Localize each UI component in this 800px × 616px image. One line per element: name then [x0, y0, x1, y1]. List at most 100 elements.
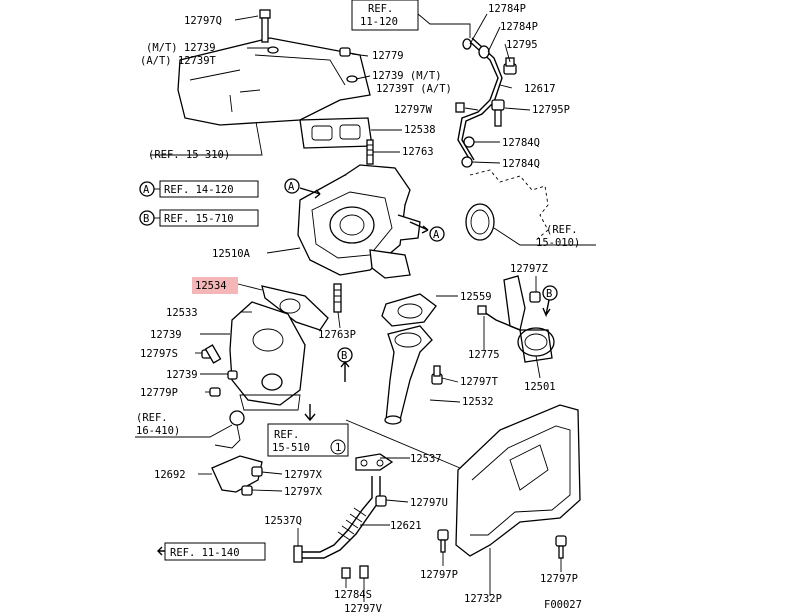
label-12501[interactable]: 12501	[524, 381, 556, 393]
label-12797P-a[interactable]: 12797P	[420, 569, 458, 581]
label-12797X-b[interactable]: 12797X	[284, 486, 323, 498]
arrow-a-2	[409, 221, 429, 234]
bolt-12797X-a[interactable]	[251, 466, 263, 477]
washer-12784S[interactable]	[341, 567, 351, 579]
label-circle-a-2: A	[433, 229, 440, 241]
label-12559[interactable]: 12559	[460, 291, 492, 303]
label-12739-c[interactable]: 12739	[150, 329, 182, 341]
label-12739T-b[interactable]: 12739T (A/T)	[376, 83, 452, 95]
label-12795[interactable]: 12795	[506, 39, 538, 51]
label-12739-b[interactable]: 12739 (M/T)	[372, 70, 442, 82]
bolt-12797Z[interactable]	[529, 291, 541, 303]
label-12784Q-b[interactable]: 12784Q	[502, 158, 540, 170]
clamp-12537Q[interactable]	[293, 545, 303, 563]
bolt-12797P-b[interactable]	[555, 535, 567, 559]
oil-pipe-12617[interactable]	[457, 37, 503, 161]
label-ref-15-310[interactable]: (REF. 15-310)	[148, 149, 230, 161]
label-12797Q[interactable]: 12797Q	[184, 15, 222, 27]
nut-12739[interactable]	[267, 46, 279, 54]
label-12763P[interactable]: 12763P	[318, 329, 356, 341]
label-12797P-b[interactable]: 12797P	[540, 573, 578, 585]
label-12795P[interactable]: 12795P	[532, 104, 570, 116]
label-12534[interactable]: 12534	[195, 280, 227, 292]
bracket-12692[interactable]	[211, 455, 263, 493]
label-12538[interactable]: 12538	[404, 124, 436, 136]
label-12797W[interactable]: 12797W	[394, 104, 433, 116]
heat-shield-12732P[interactable]	[455, 404, 581, 557]
bolt-12797P-a[interactable]	[437, 529, 449, 553]
washer-12784P-b[interactable]	[478, 45, 490, 59]
label-circle-b-2: B	[341, 350, 347, 362]
label-12784S[interactable]: 12784S	[334, 589, 372, 601]
label-12797T[interactable]: 12797T	[460, 376, 499, 388]
bracket-12501[interactable]	[503, 275, 555, 363]
clip-12797W[interactable]	[455, 102, 465, 113]
bolt-12797U[interactable]	[375, 495, 387, 507]
bolt-12797Q[interactable]	[259, 9, 271, 43]
label-12537[interactable]: 12537	[410, 453, 442, 465]
part-labels: 12797Q (M/T) 12739 (A/T) 12739T 12779 12…	[136, 3, 582, 615]
pipe-12532[interactable]	[384, 325, 433, 425]
arrow-b-2	[340, 360, 350, 382]
bolt-12797V[interactable]	[359, 565, 369, 579]
label-12779P[interactable]: 12779P	[140, 387, 178, 399]
ref-11-120-box[interactable]	[351, 0, 419, 31]
bolt-12795P[interactable]	[491, 99, 505, 127]
label-ref-16-410-a[interactable]: (REF.	[136, 412, 168, 424]
sensor-12775[interactable]	[477, 305, 521, 331]
gasket-12534[interactable]	[261, 285, 329, 331]
bolt-12797T[interactable]	[431, 365, 443, 385]
label-12797Z[interactable]: 12797Z	[510, 263, 548, 275]
label-ref-15-510-a[interactable]: REF.	[274, 429, 299, 441]
label-12739-d[interactable]: 12739	[166, 369, 198, 381]
label-12797V[interactable]: 12797V	[344, 603, 383, 615]
label-12739-mt[interactable]: (M/T) 12739	[146, 42, 216, 54]
label-12797X-a[interactable]: 12797X	[284, 469, 323, 481]
label-12692[interactable]: 12692	[154, 469, 186, 481]
label-ref-14-120[interactable]: REF. 14-120	[164, 184, 234, 196]
label-12797U[interactable]: 12797U	[410, 497, 448, 509]
label-12784Q-a[interactable]: 12784Q	[502, 137, 540, 149]
exhaust-elbow-12533[interactable]	[229, 301, 306, 411]
o2-sensor-wire	[214, 424, 241, 449]
nut-12779[interactable]	[339, 47, 351, 57]
label-12532[interactable]: 12532	[462, 396, 494, 408]
label-12537Q[interactable]: 12537Q	[264, 515, 302, 527]
ref-15-510-box[interactable]	[267, 423, 349, 457]
washer-12784Q-a[interactable]	[463, 136, 475, 148]
label-12617[interactable]: 12617	[524, 83, 556, 95]
gasket-12537[interactable]	[355, 453, 394, 471]
washer-12784P-a[interactable]	[462, 38, 472, 50]
heat-shield-12739[interactable]	[177, 37, 371, 126]
bolt-12797X-b[interactable]	[241, 485, 253, 496]
label-12779[interactable]: 12779	[372, 50, 404, 62]
gasket-12538[interactable]	[299, 117, 373, 149]
bolt-12797S[interactable]	[201, 344, 222, 364]
label-ref-15-010-a[interactable]: (REF.	[546, 224, 578, 236]
label-12784P-b[interactable]: 12784P	[500, 21, 538, 33]
nut-12779P[interactable]	[209, 387, 221, 397]
label-ref-15-510-b[interactable]: 15-510	[272, 442, 310, 454]
stud-12763[interactable]	[366, 139, 374, 165]
nut-12739-c[interactable]	[227, 370, 238, 380]
washer-12784Q-b[interactable]	[461, 156, 473, 168]
label-12784P-a[interactable]: 12784P	[488, 3, 526, 15]
label-ref-11-120-b[interactable]: 11-120	[360, 16, 398, 28]
label-ref-15-710[interactable]: REF. 15-710	[164, 213, 234, 225]
label-12510A[interactable]: 12510A	[212, 248, 251, 260]
gasket-12559[interactable]	[381, 293, 437, 327]
label-12763[interactable]: 12763	[402, 146, 434, 158]
label-12621[interactable]: 12621	[390, 520, 422, 532]
label-12739T-at[interactable]: (A/T) 12739T	[140, 55, 217, 67]
turbocharger-12510A[interactable]	[297, 164, 421, 279]
label-12797S[interactable]: 12797S	[140, 348, 178, 360]
label-ref-11-120-a[interactable]: REF.	[368, 3, 393, 15]
stud-12763P[interactable]	[333, 283, 342, 313]
label-12732P[interactable]: 12732P	[464, 593, 502, 605]
label-ref-11-140[interactable]: REF. 11-140	[170, 547, 240, 559]
label-ref-15-010-b[interactable]: 15-010)	[536, 237, 580, 249]
label-12533[interactable]: 12533	[166, 307, 198, 319]
label-12775[interactable]: 12775	[468, 349, 500, 361]
label-ref-16-410-b[interactable]: 16-410)	[136, 425, 180, 437]
nut-12739-b[interactable]	[346, 75, 358, 83]
